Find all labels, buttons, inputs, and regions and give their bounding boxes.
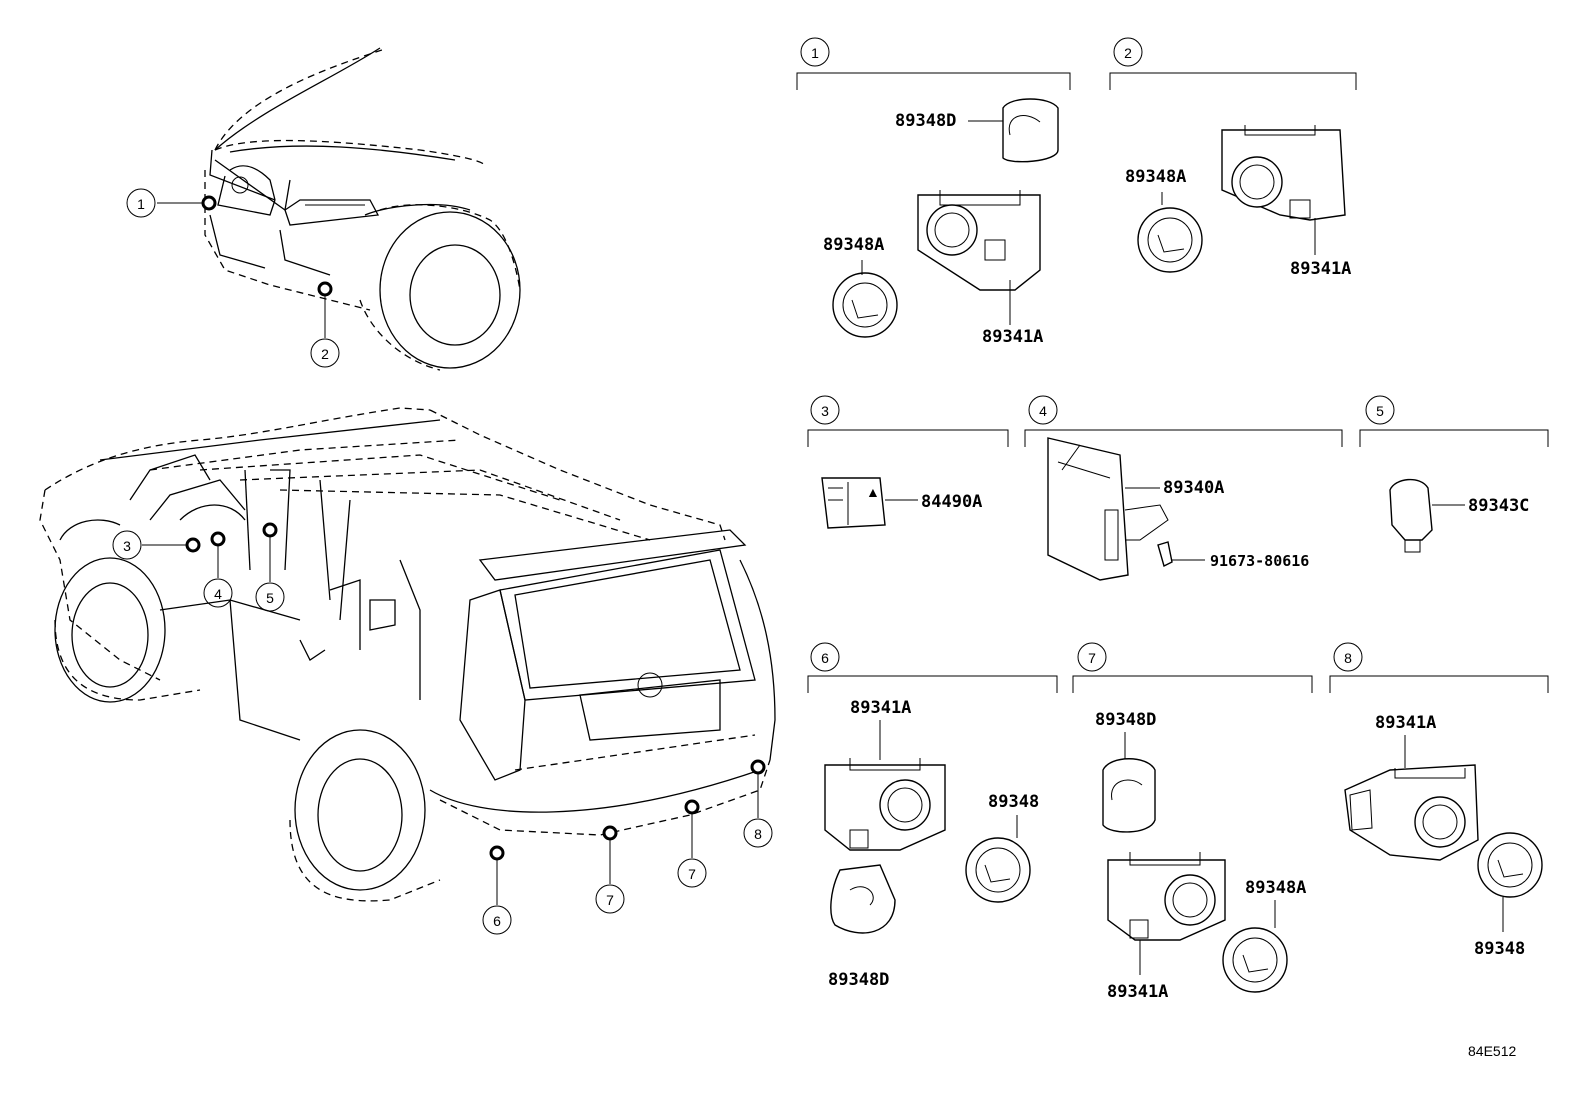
callout-8-label: 8 <box>754 826 762 842</box>
part-label-89343C: 89343C <box>1468 496 1529 516</box>
part-89348D-bezel-g6 <box>830 864 896 934</box>
part-89348-ring-g6 <box>965 837 1031 903</box>
group-3: 3 ▲ 84490A <box>807 395 1009 529</box>
part-89343C-sensor <box>1389 478 1433 541</box>
part-label-89348D-g6: 89348D <box>828 970 889 990</box>
front-vehicle-illustration <box>204 47 521 371</box>
diagram-reference-code: 84E512 <box>1468 1043 1516 1059</box>
callout-7a-circle <box>595 884 625 914</box>
group-7-number: 7 <box>1088 650 1096 666</box>
callout-3-label: 3 <box>123 538 131 554</box>
group-8-number: 8 <box>1344 650 1352 666</box>
part-84490A-switch <box>821 477 886 529</box>
part-label-89348-g8: 89348 <box>1474 939 1525 959</box>
part-label-89341A-g6: 89341A <box>850 698 911 718</box>
callout-7b-label: 7 <box>688 866 696 882</box>
callout-5-circle <box>255 582 285 612</box>
callout-8-circle <box>743 818 773 848</box>
part-label-89348D: 89348D <box>895 111 956 131</box>
group-2-number: 2 <box>1124 45 1132 61</box>
group-4: 4 89340A 91673-80616 <box>1024 395 1343 581</box>
part-label-89341A-g7: 89341A <box>1107 982 1168 1002</box>
callout-1-label: 1 <box>137 196 145 212</box>
part-89348D-bezel-g7 <box>1102 758 1156 833</box>
part-89340A-module <box>1047 437 1129 581</box>
group-6-number: 6 <box>821 650 829 666</box>
part-label-89348-g6: 89348 <box>988 792 1039 812</box>
part-label-89341A-g2: 89341A <box>1290 259 1351 279</box>
part-91673-80616-bolt <box>1157 541 1173 568</box>
group-8: 8 89341A 89348 <box>1329 642 1549 959</box>
part-label-89348A-g1: 89348A <box>823 235 884 255</box>
callout-4-label: 4 <box>214 586 222 602</box>
part-label-89348A-g2: 89348A <box>1125 167 1186 187</box>
callout-7a-label: 7 <box>606 892 614 908</box>
callout-3-circle <box>112 530 142 560</box>
callout-1-circle <box>126 188 156 218</box>
group-5-number: 5 <box>1376 403 1384 419</box>
group-1-number: 1 <box>811 45 819 61</box>
callout-5-label: 5 <box>266 590 274 606</box>
callout-6-label: 6 <box>493 913 501 929</box>
part-label-89348A-g7: 89348A <box>1245 878 1306 898</box>
part-label-89340A: 89340A <box>1163 478 1224 498</box>
callout-4-circle <box>203 578 233 608</box>
part-label-89341A-g1: 89341A <box>982 327 1043 347</box>
part-label-91673-80616: 91673-80616 <box>1210 552 1309 570</box>
part-label-84490A: 84490A <box>921 492 982 512</box>
group-7: 7 89348D 89341A 89348A <box>1072 642 1313 1002</box>
part-89348A-ring <box>832 272 898 338</box>
group-4-number: 4 <box>1039 403 1047 419</box>
callout-2-circle <box>310 338 340 368</box>
group-6: 6 89341A 89348 89348D <box>807 642 1058 990</box>
vehicle-callouts: 1 2 3 4 5 6 7 7 <box>112 188 773 935</box>
part-89348-ring-g8 <box>1477 832 1543 898</box>
group-2: 2 89341A 89348A <box>1109 37 1357 279</box>
callout-2-label: 2 <box>321 346 329 362</box>
part-label-89341A-g8: 89341A <box>1375 713 1436 733</box>
part-89348A-ring-g2 <box>1137 207 1203 273</box>
callout-7b-circle <box>677 858 707 888</box>
group-3-number: 3 <box>821 403 829 419</box>
rear-vehicle-illustration <box>39 407 776 902</box>
part-89348A-ring-g7 <box>1222 927 1288 993</box>
group-1: 1 89348D 89341A 89348A <box>796 37 1071 347</box>
part-label-89348D-g7: 89348D <box>1095 710 1156 730</box>
svg-text:▲: ▲ <box>866 484 880 500</box>
group-5: 5 89343C <box>1359 395 1549 553</box>
part-89348D-bezel <box>1002 98 1059 163</box>
callout-6-circle <box>482 905 512 935</box>
